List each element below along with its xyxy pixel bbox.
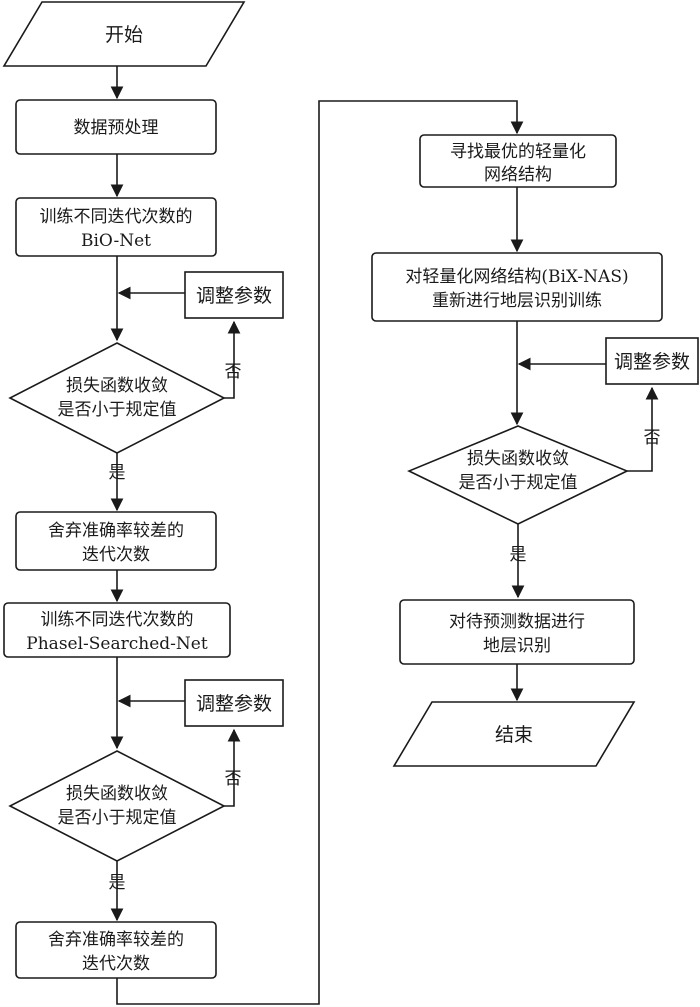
retrain-line2: 重新进行地层识别训练: [432, 291, 602, 311]
adjust1-node: 调整参数: [184, 271, 284, 319]
adjust2-label: 调整参数: [196, 693, 272, 715]
check2-no-label: 否: [225, 769, 242, 789]
check3-line1: 损失函数收敛: [467, 449, 569, 469]
search-line2: 网络结构: [484, 165, 552, 185]
adjust3-label: 调整参数: [614, 351, 690, 373]
discard2-line2: 迭代次数: [82, 954, 150, 974]
predict-line1: 对待预测数据进行: [449, 612, 585, 632]
train2-line2: Phasel-Searched-Net: [26, 634, 208, 654]
search-node: 寻找最优的轻量化 网络结构: [419, 134, 617, 188]
check1-line2: 是否小于规定值: [58, 400, 177, 420]
check1-yes-label: 是: [109, 463, 126, 483]
check2-line2: 是否小于规定值: [58, 808, 177, 828]
adjust3-node: 调整参数: [605, 337, 699, 385]
edge-discard2-search: [116, 100, 524, 1005]
edge-check1-no: [224, 320, 241, 399]
train2-node: 训练不同迭代次数的 Phasel-Searched-Net: [3, 602, 231, 658]
check3-node: 损失函数收敛 是否小于规定值: [407, 425, 629, 525]
end-node: 结束: [392, 701, 636, 767]
discard1-node: 舍弃准确率较差的 迭代次数: [15, 511, 217, 571]
discard1-line1: 舍弃准确率较差的: [48, 521, 184, 541]
train2-line1: 训练不同迭代次数的: [41, 610, 194, 630]
edge-check3-no: [627, 386, 659, 472]
train1-node: 训练不同迭代次数的 BiO-Net: [15, 197, 217, 257]
preprocess-label: 数据预处理: [74, 118, 159, 138]
check1-no-label: 否: [225, 362, 242, 382]
adjust2-node: 调整参数: [184, 679, 284, 727]
edge-check2-no: [224, 728, 241, 807]
search-line1: 寻找最优的轻量化: [450, 142, 586, 162]
end-label: 结束: [495, 724, 533, 746]
discard1-line2: 迭代次数: [82, 545, 150, 565]
predict-line2: 地层识别: [483, 636, 551, 656]
train1-line2: BiO-Net: [81, 231, 151, 251]
check2-node: 损失函数收敛 是否小于规定值: [8, 750, 226, 862]
check3-no-label: 否: [644, 428, 661, 448]
start-label: 开始: [105, 24, 143, 46]
preprocess-node: 数据预处理: [15, 99, 217, 155]
check3-yes-label: 是: [510, 545, 527, 565]
retrain-line1: 对轻量化网络结构(BiX-NAS): [405, 267, 628, 287]
discard2-line1: 舍弃准确率较差的: [48, 930, 184, 950]
check1-node: 损失函数收敛 是否小于规定值: [8, 342, 226, 454]
check2-yes-label: 是: [109, 873, 126, 893]
retrain-node: 对轻量化网络结构(BiX-NAS) 重新进行地层识别训练: [371, 252, 663, 322]
adjust1-label: 调整参数: [196, 285, 272, 307]
start-node: 开始: [2, 1, 246, 67]
check3-line2: 是否小于规定值: [459, 473, 578, 493]
predict-node: 对待预测数据进行 地层识别: [399, 599, 635, 665]
train1-line1: 训练不同迭代次数的: [40, 207, 193, 227]
check2-line1: 损失函数收敛: [66, 784, 168, 804]
check1-line1: 损失函数收敛: [66, 376, 168, 396]
discard2-node: 舍弃准确率较差的 迭代次数: [15, 921, 217, 979]
